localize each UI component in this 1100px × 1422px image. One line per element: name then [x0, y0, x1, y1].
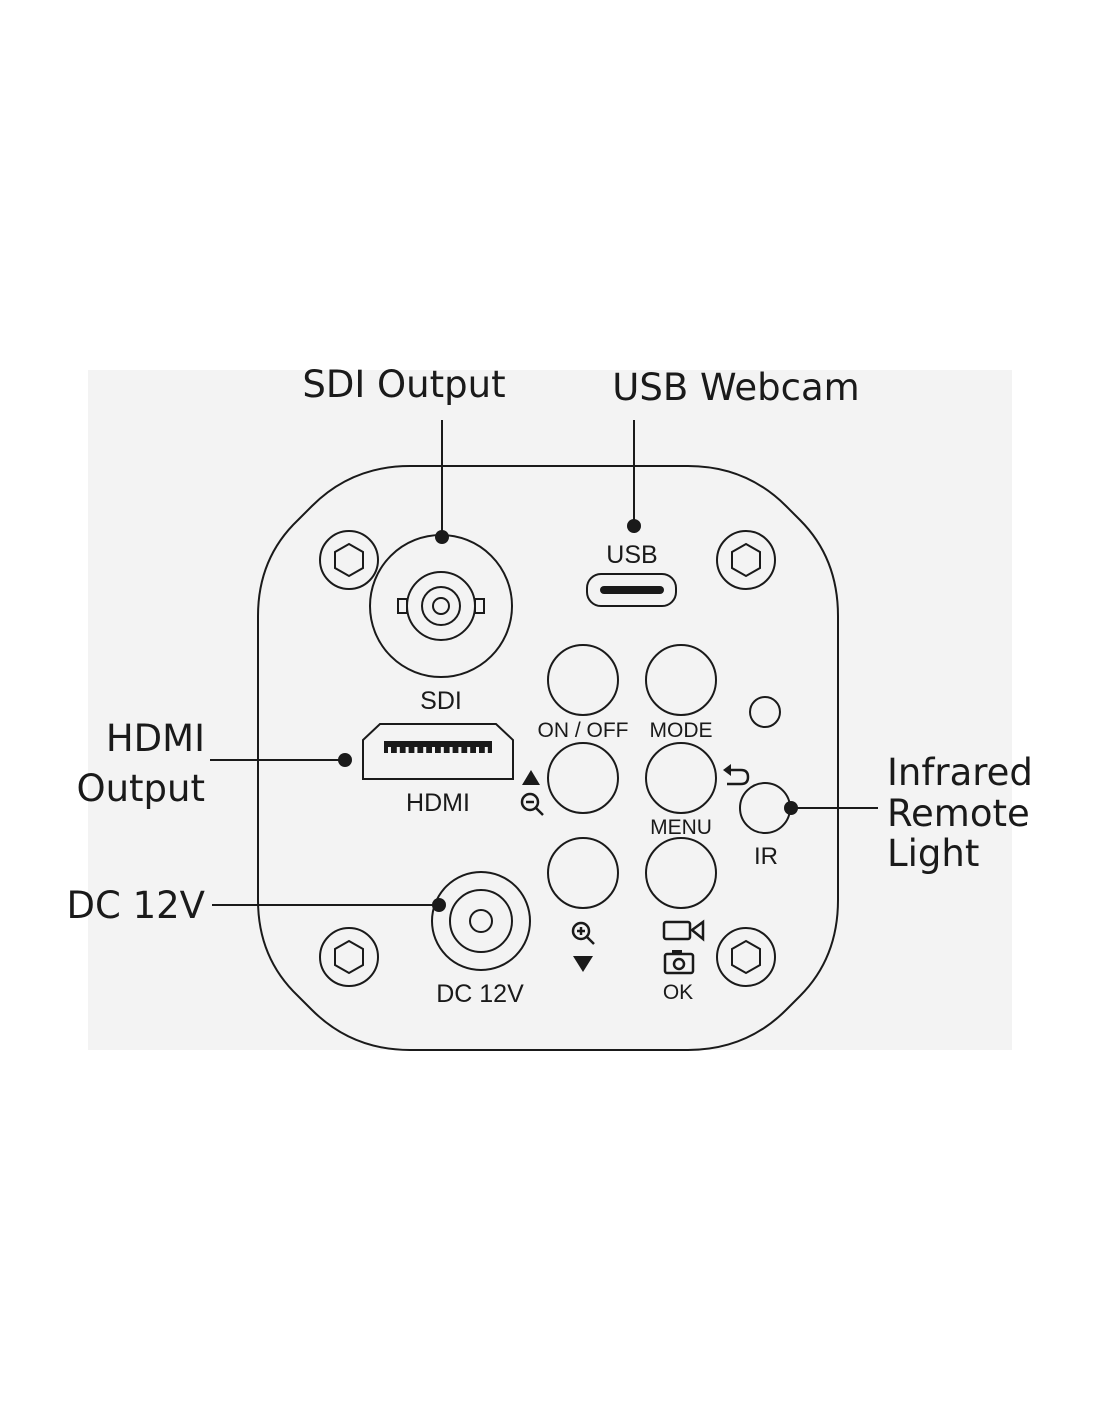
dc-12v-callout: DC 12V	[67, 884, 205, 927]
ok-label: OK	[663, 981, 693, 1004]
hex-screw-icon	[716, 927, 776, 987]
mode-button[interactable]	[645, 644, 717, 716]
hex-screw-icon	[319, 530, 379, 590]
hdmi-callout-leader	[210, 753, 352, 767]
infrared-callout-line3: Light	[887, 832, 979, 875]
menu-label: MENU	[650, 816, 712, 839]
return-arrow-icon	[723, 764, 750, 786]
mode-label: MODE	[650, 719, 713, 742]
hdmi-output-callout-line2: Output	[76, 767, 205, 810]
hdmi-port-label: HDMI	[406, 789, 470, 817]
diagram-background	[88, 370, 1012, 1050]
zoom-in-icon	[571, 921, 595, 945]
ir-callout-leader	[784, 801, 878, 815]
usb-webcam-callout: USB Webcam	[612, 366, 859, 409]
usb-port-label: USB	[606, 541, 657, 569]
sdi-port-label: SDI	[420, 687, 462, 715]
on-off-label: ON / OFF	[538, 719, 629, 742]
dc-callout-leader	[212, 898, 446, 912]
zoom-out-up-button[interactable]	[547, 742, 619, 814]
sdi-callout-leader	[435, 420, 449, 544]
hex-screw-icon	[319, 927, 379, 987]
hex-screw-icon	[716, 530, 776, 590]
led-indicator-icon	[749, 696, 781, 728]
infrared-callout-line2: Remote	[887, 792, 1030, 835]
hdmi-port-icon	[362, 723, 514, 780]
zoom-out-icon	[520, 792, 544, 816]
usb-callout-leader	[627, 420, 641, 533]
triangle-down-icon	[573, 956, 593, 972]
triangle-up-icon	[522, 770, 540, 785]
dc-jack-label: DC 12V	[436, 980, 524, 1008]
usb-c-port-icon	[586, 573, 677, 607]
dc-jack-icon	[431, 871, 531, 971]
ir-label: IR	[754, 843, 778, 870]
photo-camera-icon	[663, 950, 695, 975]
ok-capture-button[interactable]	[645, 837, 717, 909]
hdmi-output-callout-line1: HDMI	[106, 717, 205, 760]
infrared-callout-line1: Infrared	[887, 751, 1033, 794]
sdi-output-callout: SDI Output	[302, 363, 505, 406]
camera-body-outline	[257, 465, 839, 1051]
on-off-button[interactable]	[547, 644, 619, 716]
menu-return-button[interactable]	[645, 742, 717, 814]
video-camera-icon	[662, 919, 705, 942]
zoom-in-down-button[interactable]	[547, 837, 619, 909]
